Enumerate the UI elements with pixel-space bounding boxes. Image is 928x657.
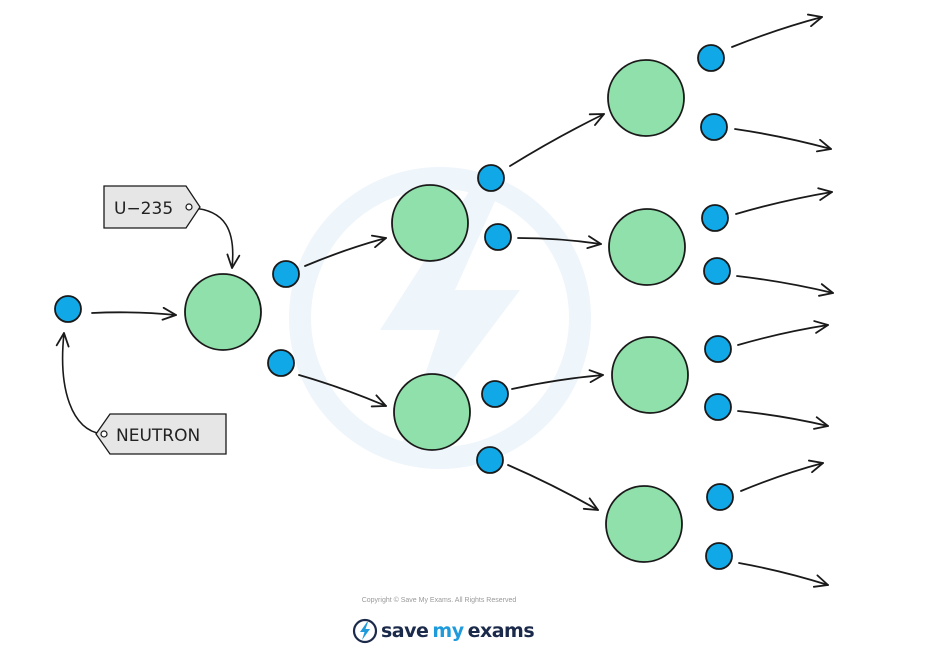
particles: [54, 44, 734, 570]
neutron-path-arrow: [734, 128, 832, 153]
copyright-notice: Copyright © Save My Exams. All Rights Re…: [361, 597, 517, 604]
neutron-particle: [704, 335, 732, 363]
neutron-particle: [706, 483, 734, 511]
neutron-particle: [477, 164, 505, 192]
u235-label-tag: U−235: [103, 185, 201, 229]
neutron-particle: [54, 295, 82, 323]
logo-word-exams: exams: [467, 620, 535, 642]
neutron-particle: [484, 223, 512, 251]
arrows: [91, 13, 834, 588]
logo-word-save: save: [381, 620, 429, 642]
neutron-path-arrow: [509, 113, 605, 167]
u235-connector-arrow: [191, 207, 241, 269]
neutron-path-arrow: [731, 13, 823, 48]
neutron-path-arrow: [91, 306, 177, 321]
neutron-particle: [701, 204, 729, 232]
neutron-path-arrow: [735, 187, 833, 215]
uranium-nucleus: [611, 336, 689, 414]
neutron-particle: [272, 260, 300, 288]
uranium-nucleus: [607, 59, 685, 137]
label-connectors: [55, 207, 241, 435]
neutron-particle: [704, 393, 732, 421]
neutron-path-arrow: [304, 234, 387, 267]
watermark-lightning-icon: [289, 167, 591, 469]
lightning-bolt-icon: [352, 618, 378, 644]
neutron-label-tag: NEUTRON: [95, 413, 227, 455]
neutron-particle: [703, 257, 731, 285]
uranium-nucleus: [184, 273, 262, 351]
neutron-path-arrow: [507, 464, 599, 511]
neutron-path-arrow: [298, 374, 387, 408]
u235-label: U−235: [114, 199, 173, 219]
neutron-path-arrow: [511, 369, 604, 390]
uranium-nucleus: [391, 184, 469, 262]
neutron-path-arrow: [740, 459, 824, 492]
uranium-nucleus: [608, 208, 686, 286]
neutron-particle: [481, 380, 509, 408]
neutron-path-arrow: [517, 235, 602, 249]
neutron-particle: [476, 446, 504, 474]
neutron-path-arrow: [736, 275, 834, 297]
neutron-particle: [697, 44, 725, 72]
uranium-nucleus: [393, 373, 471, 451]
neutron-particle: [267, 349, 295, 377]
neutron-connector-arrow: [55, 332, 103, 435]
neutron-path-arrow: [737, 320, 829, 346]
save-my-exams-logo: save my exams: [352, 616, 535, 646]
neutron-particle: [700, 113, 728, 141]
neutron-path-arrow: [738, 562, 829, 588]
neutron-path-arrow: [737, 410, 829, 430]
uranium-nucleus: [605, 485, 683, 563]
neutron-label: NEUTRON: [116, 426, 200, 446]
logo-word-my: my: [432, 620, 464, 642]
neutron-particle: [705, 542, 733, 570]
